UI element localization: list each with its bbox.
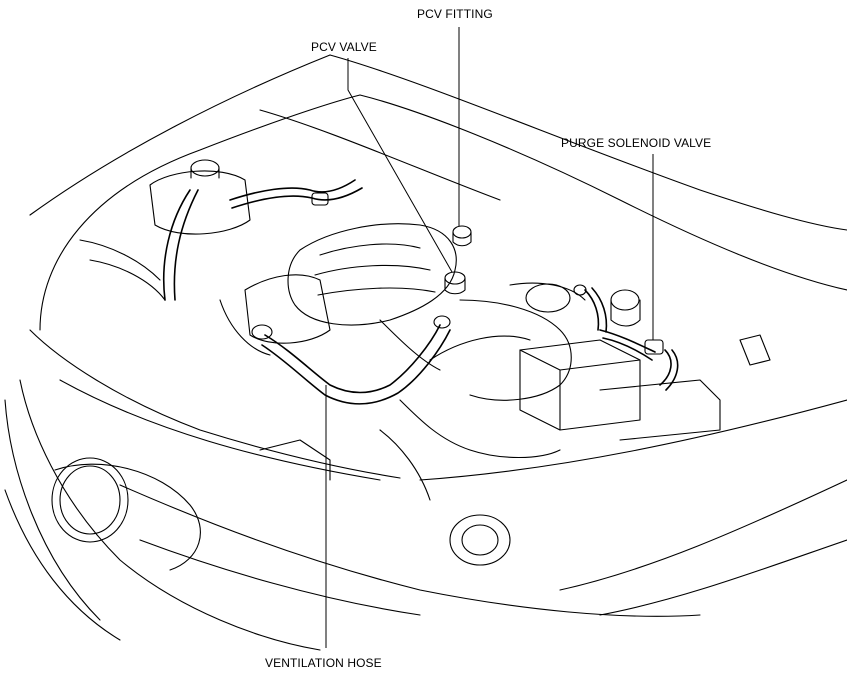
engine-details [79, 239, 771, 566]
ventilation-hose-label: VENTILATION HOSE [265, 656, 382, 670]
purge-hoses [573, 284, 679, 391]
upper-hose [229, 179, 363, 209]
pcv-valve-label: PCV VALVE [311, 40, 377, 54]
coolant-reservoir [149, 159, 251, 301]
pcv-valve-part [444, 271, 466, 295]
purge-solenoid-valve-label: PURGE SOLENOID VALVE [561, 136, 712, 150]
intake-manifold [219, 223, 457, 371]
battery [519, 339, 721, 441]
pcv-fitting-label: PCV FITTING [417, 7, 493, 21]
headlight [51, 457, 201, 571]
pcv-fitting-part [452, 225, 472, 247]
ventilation-hose [251, 315, 451, 405]
intake-duct [429, 282, 586, 401]
brake-reservoir [610, 289, 641, 327]
leader-lines [325, 27, 654, 648]
front-bumper [4, 329, 847, 651]
pcv-valve-leader [347, 58, 453, 273]
hood-outline [29, 54, 847, 331]
